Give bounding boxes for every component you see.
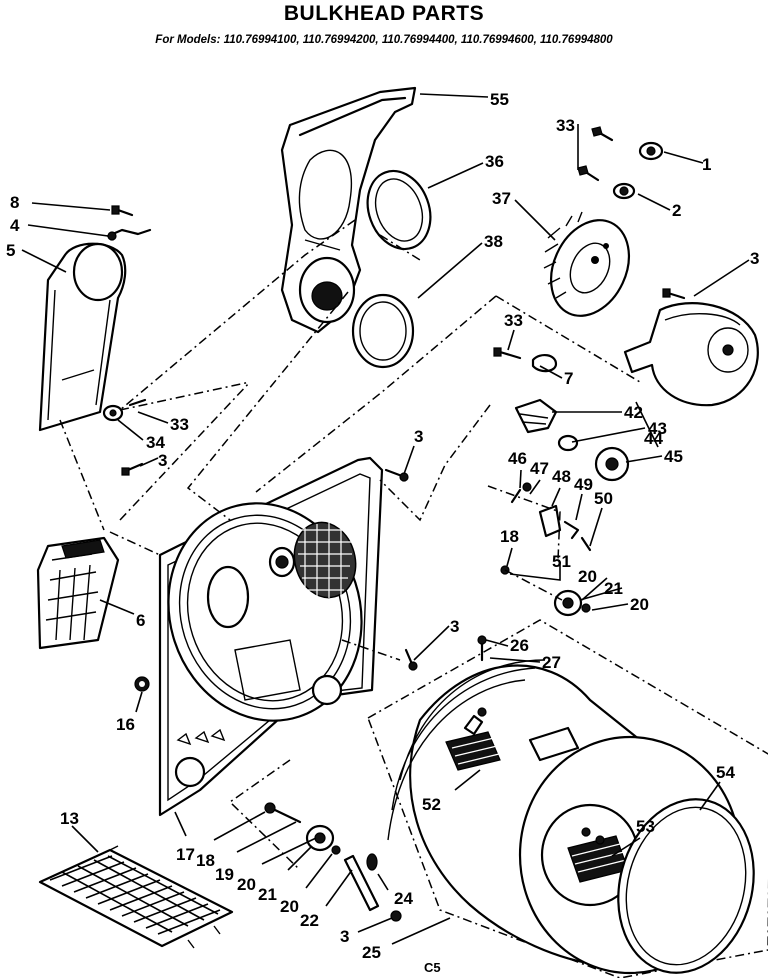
screw-3-blower [662,288,686,300]
callout-36: 36 [485,152,504,171]
callout-8: 8 [10,193,19,212]
callout-33-top: 33 [556,116,575,135]
callout-51: 51 [552,552,571,571]
callout-24: 24 [394,889,413,908]
screw-33-top [577,126,614,182]
callout-49: 49 [574,475,593,494]
callout-48: 48 [552,467,571,486]
clip-4-part [106,228,152,241]
callout-25: 25 [362,943,381,962]
clip-7-part [493,347,558,373]
diagram-title: BULKHEAD PARTS [283,2,485,25]
callout-38: 38 [484,232,503,251]
callout-26: 26 [510,636,529,655]
roller-assembly-lower [264,802,402,922]
bulkhead-panel-part [158,456,384,817]
callout-3-center: 3 [450,617,459,636]
screw-3-panel [384,468,409,482]
callout-34: 34 [146,433,165,452]
callout-1: 1 [702,155,711,174]
hardware-2-part [612,182,636,200]
callout-16: 16 [116,715,135,734]
callout-33-left: 33 [170,415,189,434]
callout-54: 54 [716,763,735,782]
model-list: For Models: 110.76994100, 110.76994200, … [155,34,613,46]
callout-5: 5 [6,241,15,260]
bracket-34-part [102,398,147,422]
callout-21-lower: 21 [258,885,277,904]
duct-seal-part [366,169,432,251]
callout-2: 2 [672,201,681,220]
callout-20-lower: 20 [237,875,256,894]
blower-wheel-part [543,211,630,317]
callout-3-bottom: 3 [340,927,349,946]
assembly-lines [59,219,641,871]
callout-43: 43 [648,419,667,438]
duct-gasket-ring-part [351,293,415,369]
callout-47: 47 [530,459,549,478]
callout-20-right: 20 [630,595,649,614]
callout-53: 53 [636,817,655,836]
lint-screen-part [38,845,234,949]
callout-55: 55 [490,90,509,109]
callout-45: 45 [664,447,683,466]
lint-screen-housing-part [36,536,120,650]
leader-lines [21,93,750,945]
callout-50: 50 [594,489,613,508]
callout-22: 22 [300,911,319,930]
blower-housing-part [623,302,759,407]
screw-8-part [111,205,134,217]
callout-21-upper: 21 [604,579,623,598]
callout-46: 46 [508,449,527,468]
callout-52: 52 [422,795,441,814]
duct-housing-part [280,86,417,334]
callout-3-panel: 3 [414,427,423,446]
callout-3-blower: 3 [750,249,759,268]
callout-44: 44 [644,429,663,448]
callout-3-left: 3 [158,451,167,470]
callout-7: 7 [564,369,573,388]
screw-3-left [121,462,144,476]
page-code: C5 [424,960,441,975]
side-duct-part [38,242,127,432]
callout-20-upper: 20 [578,567,597,586]
callout-6: 6 [136,611,145,630]
hardware-1-part [638,141,664,161]
drum-seal-ring-part [617,798,755,974]
callout-33-mid: 33 [504,311,523,330]
callout-labels: 55 36 38 33 1 2 37 3 33 7 8 4 5 33 34 3 … [6,90,759,975]
screw-3-center [404,648,418,671]
callout-42: 42 [624,403,643,422]
callout-13: 13 [60,809,79,828]
callout-20-bottom: 20 [280,897,299,916]
callout-19: 19 [215,865,234,884]
callout-18-upper: 18 [500,527,519,546]
callout-37: 37 [492,189,511,208]
idler-assembly-parts [500,398,630,617]
callout-18-lower: 18 [196,851,215,870]
callout-27: 27 [542,653,561,672]
plug-16-part [134,676,150,692]
callout-4: 4 [10,216,20,235]
callout-17: 17 [176,845,195,864]
